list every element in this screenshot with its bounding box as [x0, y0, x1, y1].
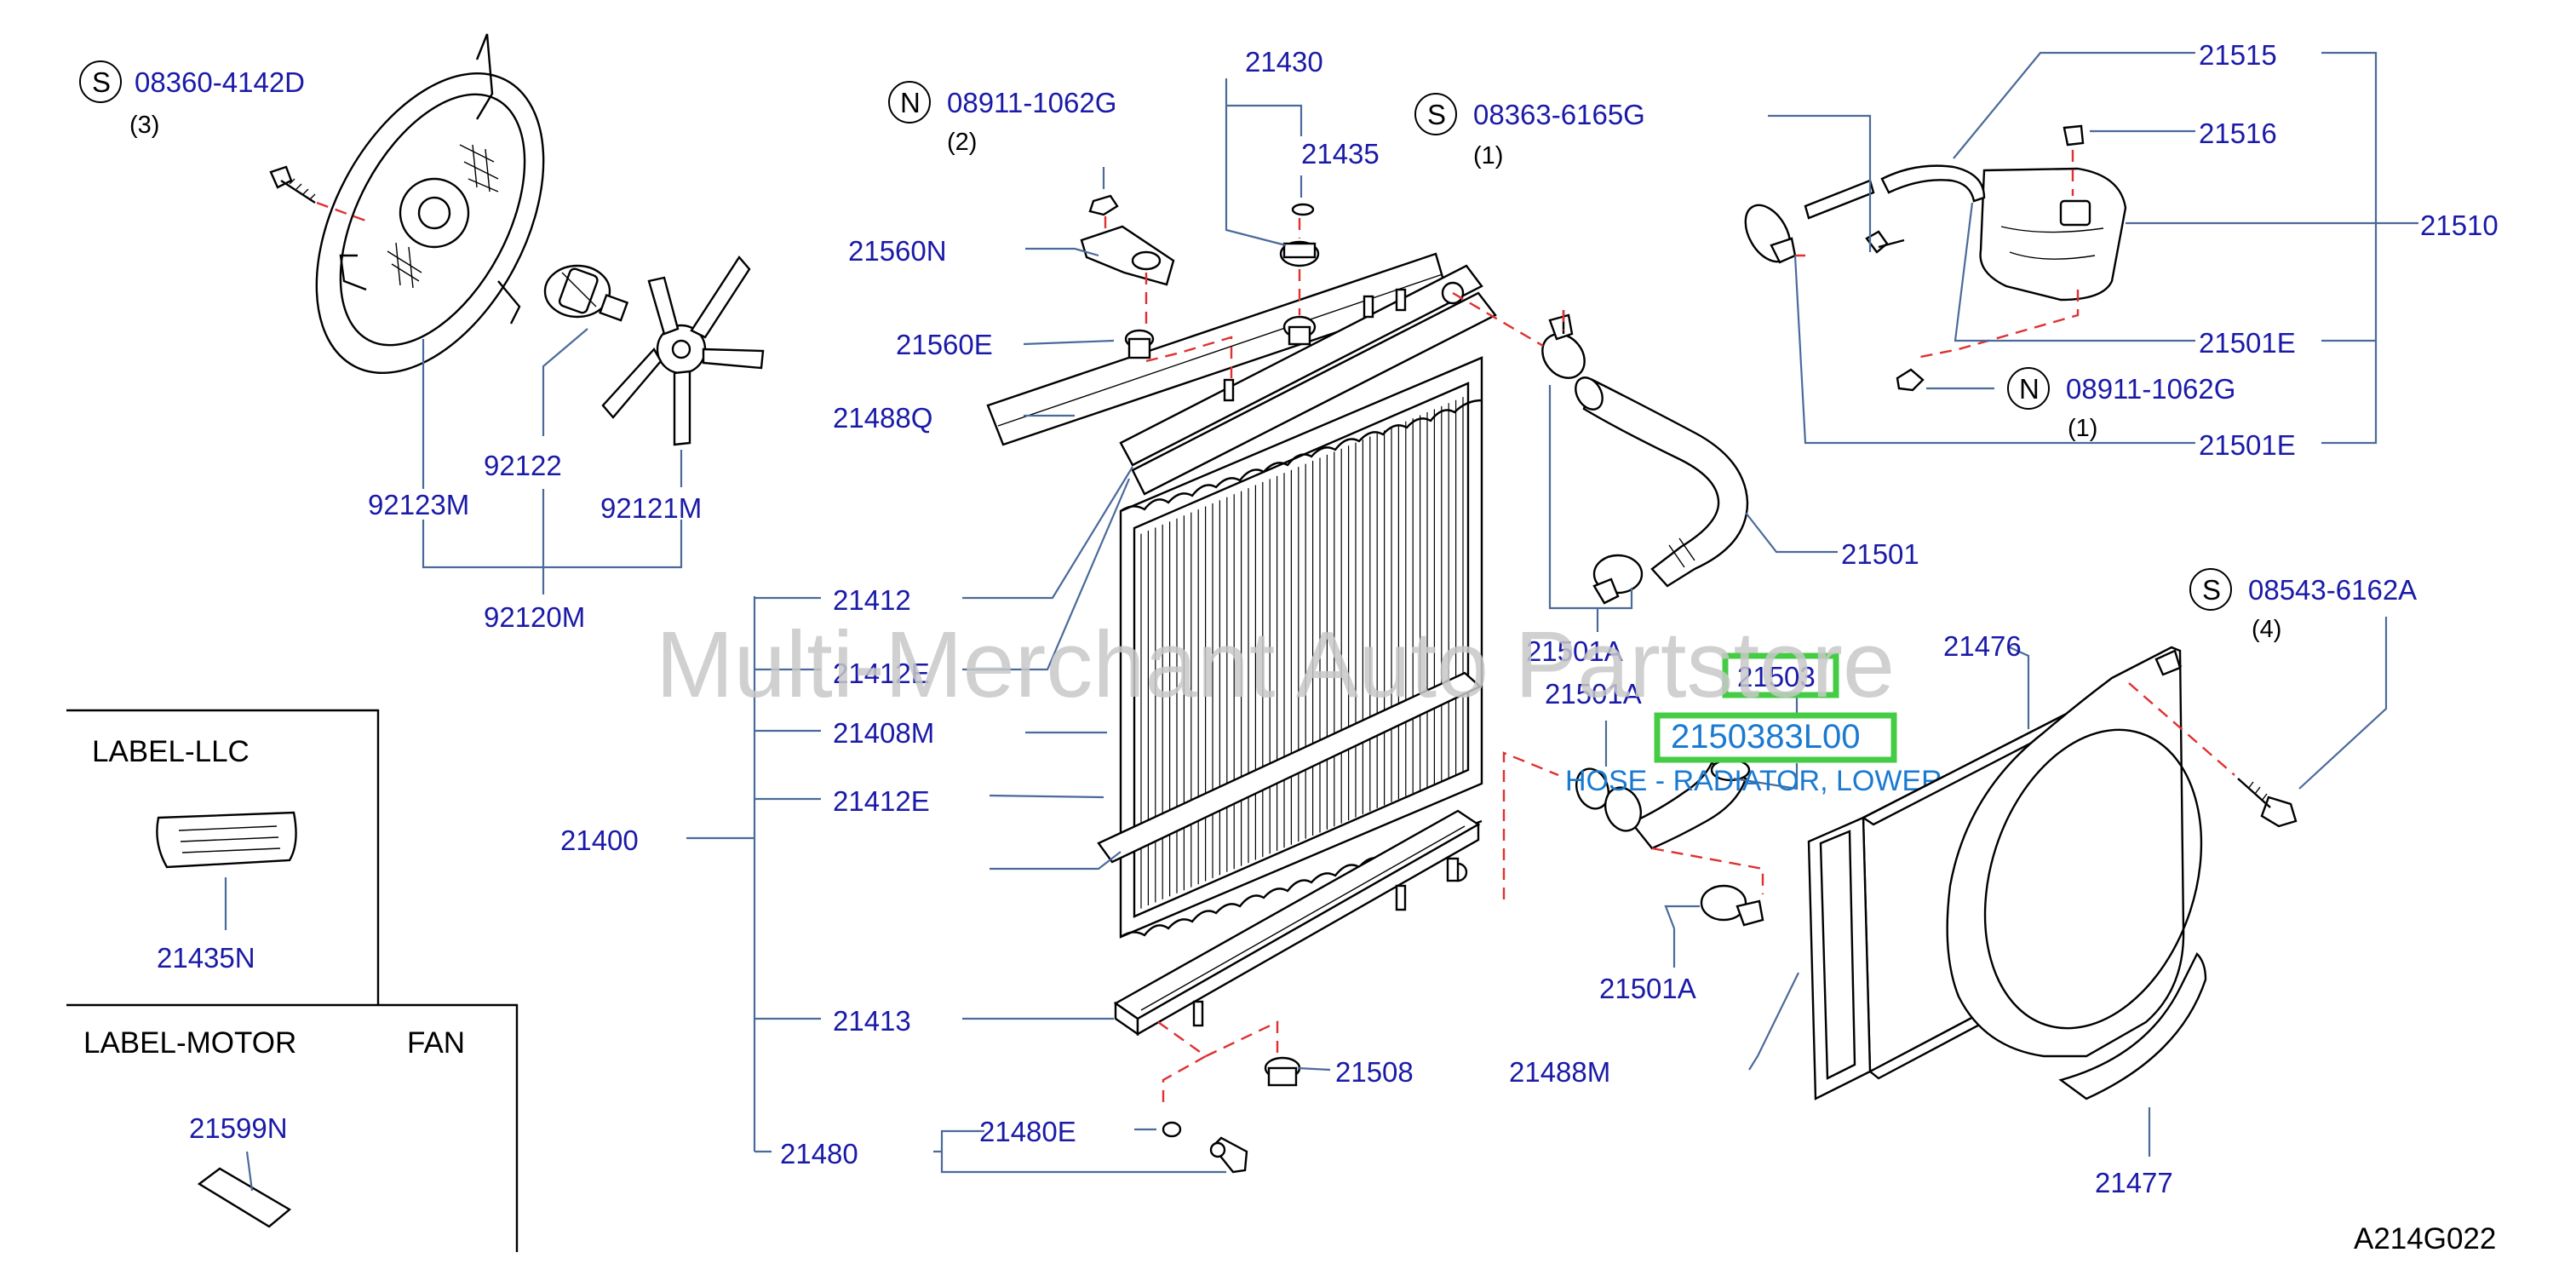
part-label-21480: 21480: [780, 1138, 858, 1169]
part-label-21477: 21477: [2095, 1167, 2173, 1198]
fastener-symbol-s-5: [2189, 568, 2232, 611]
fastener-symbol-text-1: S: [92, 66, 111, 98]
fastener-symbol-n-4: [2007, 367, 2050, 410]
part-label-21412: 21412: [833, 584, 911, 616]
motor-fan-label-sticker: [197, 1151, 292, 1228]
part-label-21480E: 21480E: [979, 1116, 1076, 1147]
reservoir-callout-lines: [1768, 51, 2418, 445]
fastener-qty-2: (2): [947, 129, 977, 156]
drain-plug-drawing: [1162, 1056, 1301, 1174]
part-label-21516: 21516: [2199, 118, 2277, 149]
fastener-symbol-text-5: S: [2202, 574, 2221, 606]
lower-hose-dash: [1502, 751, 1764, 899]
bolt-dash-line: [316, 201, 369, 223]
fastener-number-4: 08911-1062G: [2066, 373, 2235, 405]
fan-motor-drawing: [543, 264, 629, 322]
lower-hose-callouts: [1604, 697, 1799, 968]
part-label-21560N: 21560N: [848, 235, 947, 267]
radiator-upper-tank-drawing: [1119, 264, 1497, 496]
part-label-21408M: 21408M: [833, 717, 934, 749]
highlight-part-label[interactable]: 21503: [1737, 661, 1816, 692]
shroud-callout-lines: [1748, 617, 2388, 1157]
upper-bracket-drawing: [1080, 194, 1175, 359]
part-label-92122: 92122: [484, 450, 562, 481]
part-label-21400: 21400: [560, 824, 639, 856]
part-label-92120M: 92120M: [484, 601, 585, 633]
part-label-21435: 21435: [1301, 138, 1380, 169]
watermark-text: Multi-Merchant Auto Partstore: [656, 612, 1895, 717]
part-label-21510: 21510: [2420, 210, 2499, 241]
bracket-dash-line: [1104, 216, 1233, 378]
upper-hose-clamps: [1541, 310, 1644, 605]
shroud-dash: [2128, 682, 2235, 776]
drain-callout-lines: [933, 1066, 1331, 1174]
part-label-21501A-c: 21501A: [1599, 973, 1696, 1004]
fastener-number-3: 08363-6165G: [1473, 99, 1645, 130]
fan-shroud-motor-drawing: [315, 33, 545, 375]
radiator-core-fins: [1140, 397, 1464, 909]
shroud-bolt-drawing: [269, 165, 316, 204]
part-label-21501: 21501: [1841, 538, 1919, 570]
part-label-92123M: 92123M: [368, 489, 469, 520]
fastener-qty-4: (1): [2068, 415, 2097, 442]
fastener-qty-5: (4): [2252, 616, 2281, 643]
label-motor-title: LABEL-MOTOR: [83, 1026, 296, 1060]
part-label-21501A-a: 21501A: [1526, 635, 1623, 667]
upper-tank-pegs: [1223, 281, 1465, 402]
reservoir-tank-drawing: [1744, 124, 2127, 392]
diagram-code: A214G022: [2354, 1222, 2496, 1255]
fastener-symbol-s-3: [1414, 93, 1457, 135]
reservoir-dash: [1795, 150, 2080, 359]
fastener-qty-3: (1): [1473, 142, 1503, 169]
fan-shroud-drawing: [1807, 646, 2207, 1100]
part-label-21430: 21430: [1245, 46, 1323, 78]
part-label-21435N: 21435N: [157, 942, 255, 974]
radiator-callout-lines: [962, 78, 1303, 1020]
highlight-box-number: [1654, 712, 1897, 763]
fastener-symbol-text-3: S: [1427, 99, 1446, 130]
fastener-symbol-n-2: [888, 81, 931, 124]
part-label-21413: 21413: [833, 1005, 911, 1037]
fan-callout-lines: [422, 328, 683, 595]
drain-dash-line: [1157, 1020, 1279, 1107]
label-llc-title: LABEL-LLC: [92, 735, 250, 768]
part-label-21488M: 21488M: [1509, 1056, 1610, 1088]
llc-label-sticker: [156, 811, 297, 930]
highlight-part-number[interactable]: 2150383L00: [1671, 718, 1860, 756]
shroud-bolt-right: [2237, 778, 2298, 828]
part-label-21476: 21476: [1943, 630, 2022, 662]
fastener-symbol-s-1: [79, 60, 122, 103]
part-label-92121M: 92121M: [600, 492, 702, 524]
label-box-frames: [66, 709, 519, 1252]
part-label-21501E-a: 21501E: [2199, 327, 2296, 359]
fastener-number-1: 08360-4142D: [135, 66, 305, 98]
upper-hose-dash: [1452, 291, 1565, 348]
radiator-lower-tank-drawing: [1113, 809, 1481, 1037]
part-label-21412E-a: 21412E: [833, 658, 930, 689]
radiator-cap-drawing: [1279, 203, 1320, 346]
part-label-21488Q: 21488Q: [833, 402, 932, 434]
fastener-symbol-text-4: N: [2019, 373, 2040, 405]
lower-seal-drawing: [1097, 671, 1483, 864]
part-label-21515: 21515: [2199, 39, 2277, 71]
fastener-qty-1: (3): [129, 112, 159, 139]
part-label-21501E-b: 21501E: [2199, 429, 2296, 461]
fastener-symbol-text-2: N: [900, 87, 921, 118]
part-label-21560E: 21560E: [896, 329, 993, 360]
part-21400-tree: [686, 596, 821, 1153]
highlight-description: HOSE - RADIATOR, LOWER: [1565, 765, 1942, 797]
upper-hose-drawing: [1575, 376, 1749, 588]
fastener-number-2: 08911-1062G: [947, 87, 1116, 118]
part-label-21508: 21508: [1335, 1056, 1414, 1088]
fastener-number-5: 08543-6162A: [2248, 574, 2417, 606]
part-label-21412E-b: 21412E: [833, 785, 930, 817]
fan-blade-drawing: [601, 256, 765, 446]
part-label-21599N: 21599N: [189, 1112, 288, 1144]
label-motor-title-fan: FAN: [407, 1026, 465, 1060]
part-label-21501A-b: 21501A: [1545, 678, 1642, 710]
highlight-box-part: [1722, 652, 1839, 698]
upper-hose-callouts: [1548, 385, 1838, 632]
lower-hose-drawing: [1575, 758, 1764, 927]
